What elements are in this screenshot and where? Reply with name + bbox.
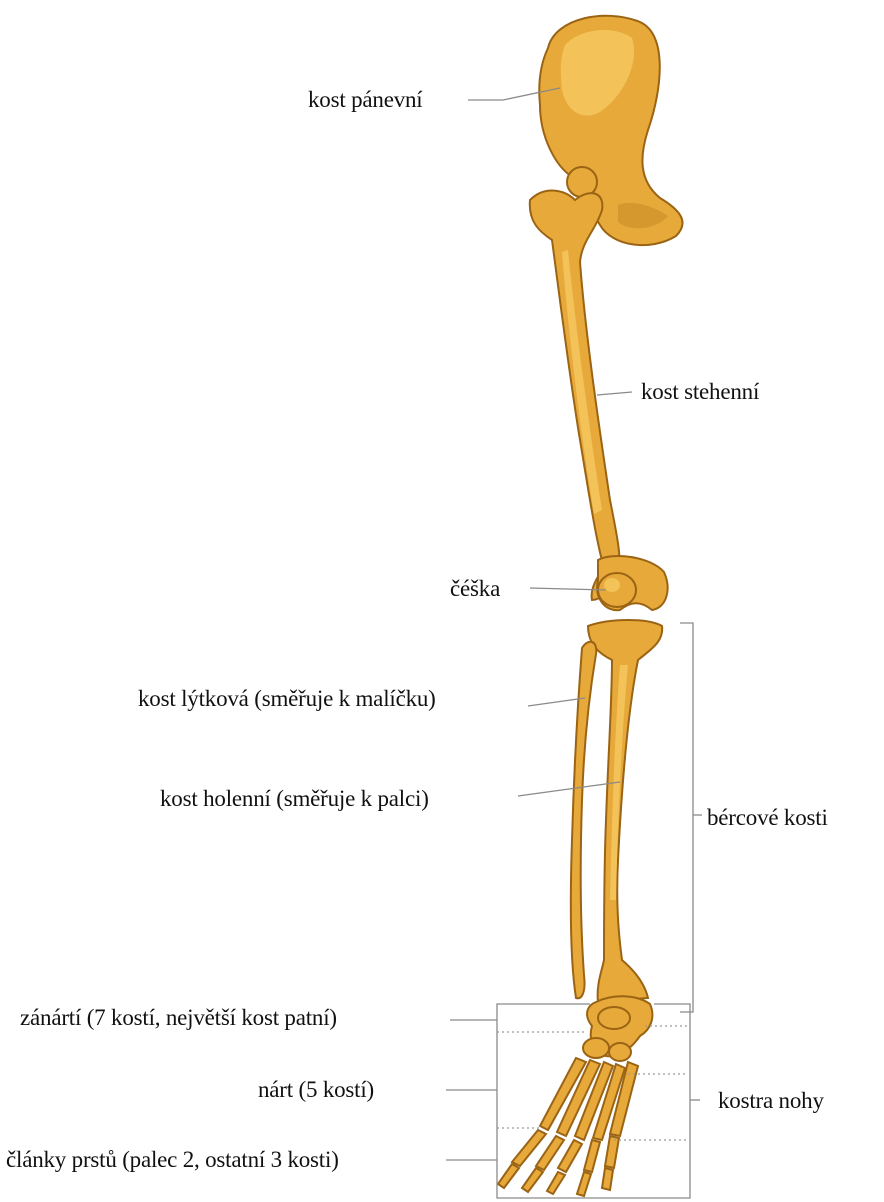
label-foot-skeleton: kostra nohy	[718, 1089, 824, 1112]
tarsal-bones	[583, 996, 652, 1061]
label-femur: kost stehenní	[641, 380, 759, 403]
metatarsal-bones	[540, 1058, 638, 1140]
label-pelvis: kost pánevní	[308, 88, 423, 111]
fibula-leader	[528, 698, 585, 706]
tibia-bone	[588, 620, 662, 1002]
tibia-leader	[518, 782, 620, 796]
label-tibia: kost holenní (směřuje k palci)	[160, 787, 429, 810]
fibula-bone	[571, 642, 596, 999]
label-metatarsus: nárt (5 kostí)	[258, 1078, 374, 1101]
lower-leg-bracket	[680, 623, 693, 1012]
label-tarsus: zánártí (7 kostí, největší kost patní)	[20, 1006, 337, 1029]
label-patella: čéška	[450, 577, 500, 600]
label-fibula: kost lýtková (směřuje k malíčku)	[138, 687, 436, 710]
femur-leader	[597, 392, 632, 395]
label-lower-leg-bones: bércové kosti	[707, 806, 828, 829]
label-phalanges: články prstů (palec 2, ostatní 3 kosti)	[6, 1148, 339, 1171]
